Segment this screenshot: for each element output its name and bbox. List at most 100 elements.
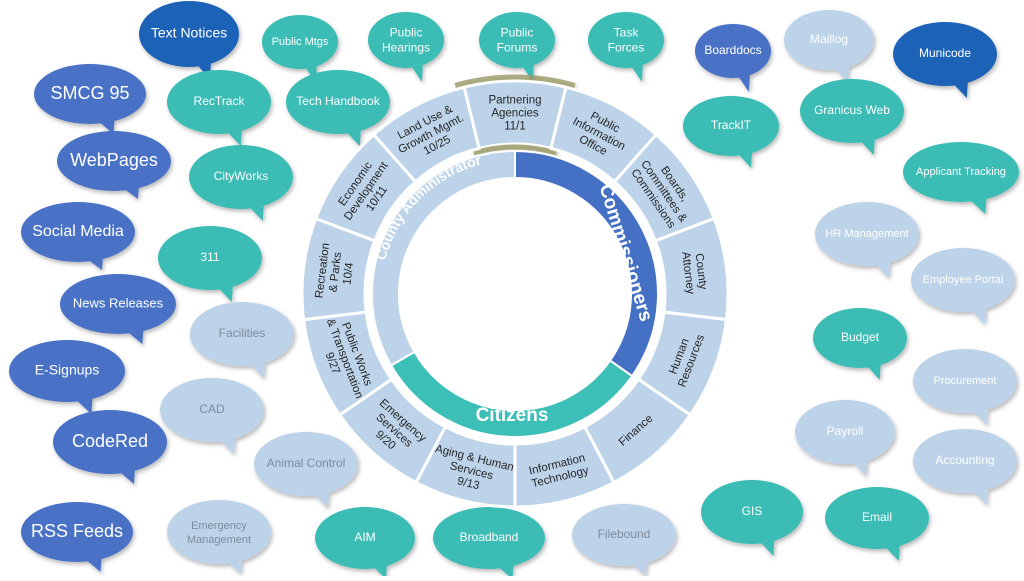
segment-public-works-transportation[interactable]: Public Works& Transportation9/27 — [301, 310, 394, 418]
bubble-smcg-95[interactable]: SMCG 95 — [34, 64, 146, 134]
bubble-body — [57, 131, 171, 191]
bubble-label: Budget — [841, 330, 880, 344]
bubble-news-releases[interactable]: News Releases — [60, 274, 176, 344]
bubble-animal-control[interactable]: Animal Control — [254, 432, 358, 508]
bubble-text-notices[interactable]: Text Notices — [139, 1, 239, 79]
citizens-label: Citizens — [476, 405, 549, 426]
bubble-body — [9, 340, 125, 402]
bubble-granicus-web[interactable]: Granicus Web — [800, 79, 904, 155]
segment-public-information-office[interactable]: PublicInformationOffice — [549, 85, 659, 184]
bubble-body — [286, 70, 390, 134]
bubble-body — [368, 12, 444, 68]
bubble-employee-portal[interactable]: Employee Portal — [911, 248, 1015, 324]
bubble-procurement[interactable]: Procurement — [913, 349, 1017, 425]
bubble-cad[interactable]: CAD — [160, 378, 264, 454]
segment-information-technology[interactable]: InformationTechnology — [513, 424, 617, 509]
bubble-body — [913, 429, 1017, 493]
bubble-trackit[interactable]: TrackIT — [683, 96, 779, 168]
bubble-accounting[interactable]: Accounting — [913, 429, 1017, 505]
bubble-body — [21, 202, 135, 262]
segment-label-line: 9/13 — [456, 475, 481, 492]
bubble-body — [167, 500, 271, 564]
bubble-body — [167, 70, 271, 134]
bubble-body — [60, 274, 176, 334]
bubble-label: Tech Handbook — [296, 94, 380, 108]
bubble-cityworks[interactable]: CityWorks — [189, 145, 293, 221]
bubble-e-signups[interactable]: E-Signups — [9, 340, 125, 414]
bubble-public-mtgs[interactable]: Public Mtgs — [262, 15, 338, 83]
bubble-facilities[interactable]: Facilities — [190, 302, 294, 378]
bubble-label: Employee Portal — [923, 274, 1004, 286]
bubble-municode[interactable]: Municode — [893, 22, 997, 98]
bubble-label: CAD — [199, 402, 225, 416]
bubble-label: TrackIT — [711, 118, 752, 132]
segment-human-resources[interactable]: HumanResources — [636, 310, 729, 418]
bubble-rectrack[interactable]: RecTrack — [167, 70, 271, 146]
bubble-body — [795, 400, 895, 464]
bubble-label-line: Public — [501, 26, 534, 40]
bubble-label: Public Mtgs — [272, 36, 329, 48]
segment-economic-development[interactable]: EconomicDevelopment10/11 — [313, 132, 418, 243]
bubble-body — [815, 202, 919, 266]
bubble-label: E-Signups — [35, 362, 100, 378]
bubble-hr-management[interactable]: HR Management — [815, 202, 919, 278]
segment-emergency-services[interactable]: EmergencyServices9/20 — [337, 377, 448, 485]
bubble-311[interactable]: 311 — [158, 226, 262, 302]
segment-recreation-parks[interactable]: Recreation& Parks10/4 — [300, 216, 377, 322]
bubble-label: 311 — [200, 250, 219, 264]
bubble-webpages[interactable]: WebPages — [57, 131, 171, 199]
bubble-body — [189, 145, 293, 209]
bubble-label-line: Management — [187, 534, 251, 546]
segment-highlight — [454, 74, 576, 156]
center-ring: County Administrator Commissioners Citiz… — [371, 149, 659, 438]
segment-boards-committees-commissions[interactable]: Boards,Committees &Commissions — [612, 132, 717, 243]
bubble-label: Text Notices — [151, 25, 227, 41]
bubble-label: AIM — [354, 530, 375, 544]
bubble-applicant-tracking[interactable]: Applicant Tracking — [903, 142, 1019, 214]
bubble-email[interactable]: Email — [825, 487, 929, 561]
segment-label-line: County — [693, 253, 709, 291]
bubble-social-media[interactable]: Social Media — [21, 202, 135, 270]
segment-label-line: Attorney — [679, 251, 696, 295]
bubble-budget[interactable]: Budget — [813, 308, 907, 380]
bubble-label-line: Hearings — [382, 41, 430, 55]
bubble-rss-feeds[interactable]: RSS Feeds — [21, 502, 133, 572]
bubble-label: Granicus Web — [814, 103, 890, 117]
segment-county-attorney[interactable]: CountyAttorney — [653, 216, 730, 322]
bubble-boarddocs[interactable]: Boarddocs — [695, 24, 771, 92]
segment-aging-human-services[interactable]: Aging & HumanServices9/13 — [413, 424, 517, 509]
bubble-label: Applicant Tracking — [916, 166, 1006, 178]
segment-land-use-growth-mgmt[interactable]: Land Use &Growth Mgmt.10/25 — [371, 85, 481, 184]
bubble-aim[interactable]: AIM — [315, 507, 415, 579]
bubble-maillog[interactable]: Maillog — [784, 10, 874, 84]
bubble-broadband[interactable]: Broadband — [433, 507, 545, 579]
bubble-body — [683, 96, 779, 156]
bubble-filebound[interactable]: Filebound — [572, 504, 676, 576]
bubble-body — [34, 64, 146, 124]
bubble-label-line: Emergency — [191, 520, 247, 532]
bubble-body — [21, 502, 133, 562]
bubble-payroll[interactable]: Payroll — [795, 400, 895, 476]
bubble-gis[interactable]: GIS — [701, 480, 803, 556]
bubble-label: Accounting — [935, 453, 994, 467]
bubble-label: Animal Control — [267, 456, 346, 470]
bubble-codered[interactable]: CodeRed — [53, 410, 167, 484]
bubble-body — [695, 24, 771, 78]
bubble-label: WebPages — [70, 150, 158, 170]
bubble-body — [588, 12, 664, 68]
bubble-body — [800, 79, 904, 143]
bubble-tech-handbook[interactable]: Tech Handbook — [286, 70, 390, 146]
